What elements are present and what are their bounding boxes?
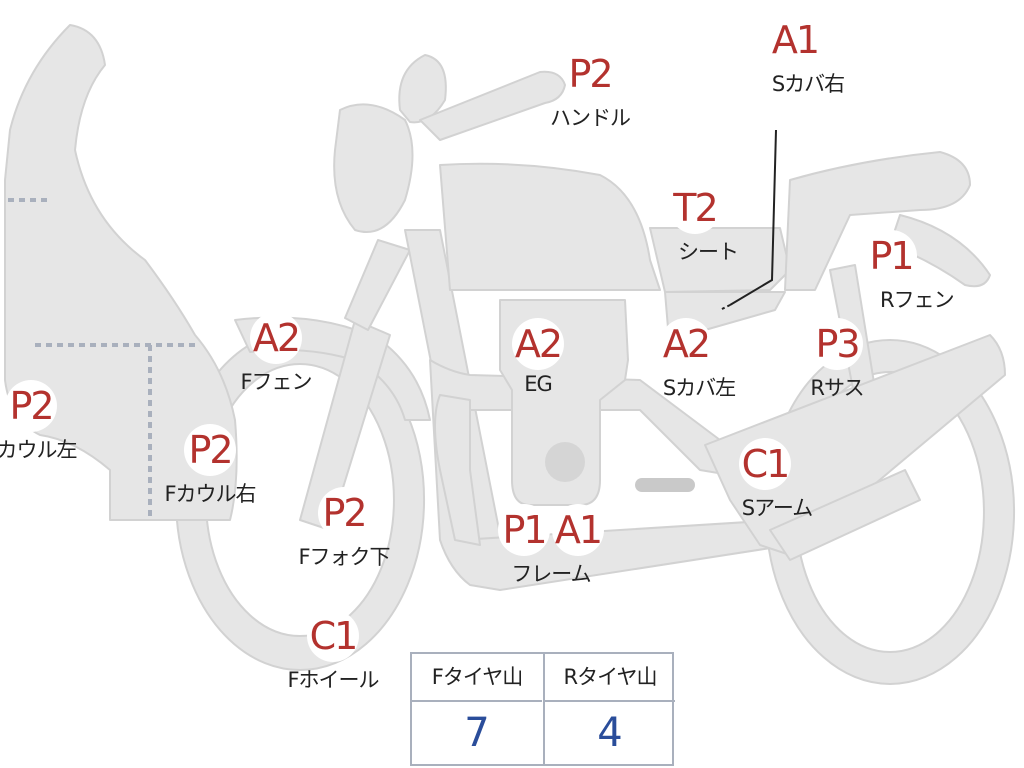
grade-badge: A1	[769, 14, 821, 66]
part-label: Rサス	[810, 376, 864, 400]
grade-badge: P2	[5, 380, 57, 432]
grade-badge: A1	[552, 504, 604, 556]
callout-f-fork-lower: P2 Fフォク下	[289, 487, 399, 571]
frame-main-shape	[429, 359, 801, 591]
part-label: ハンドル	[550, 106, 631, 130]
rear-seat-shape	[784, 151, 971, 291]
rear-tire-header: Rタイヤ山	[545, 654, 675, 702]
part-label: Fホイール	[287, 668, 379, 692]
grade-badge: T2	[669, 182, 721, 234]
callout-seat: T2 シート	[640, 182, 750, 266]
exhaust-shape	[769, 469, 921, 561]
grade-badge: P1	[865, 230, 917, 282]
part-label: Fカウル右	[164, 482, 256, 506]
callout-r-suspension: P3 Rサス	[782, 318, 892, 402]
part-label: Fフォク下	[298, 545, 390, 569]
grade-badge: P1	[498, 504, 550, 556]
tire-tread-table: Fタイヤ山 7 Rタイヤ山 4	[410, 652, 675, 766]
grade-badge: P2	[318, 487, 370, 539]
callout-s-cover-right: A1 Sカバ右	[740, 14, 850, 98]
front-tire-header: Fタイヤ山	[412, 654, 542, 702]
front-tire-column: Fタイヤ山 7	[412, 654, 542, 764]
fuel-tank-shape	[439, 162, 661, 291]
grade-badge: C1	[307, 610, 359, 662]
frame-rail-shape	[434, 394, 481, 546]
grade-badge: C1	[739, 438, 791, 490]
s-cover-right-leader	[729, 129, 777, 306]
s-cover-right-leader-dash	[719, 304, 731, 311]
rear-tire-column: Rタイヤ山 4	[543, 654, 675, 764]
part-label: Fフェン	[240, 370, 312, 394]
callout-f-wheel: C1 Fホイール	[278, 610, 388, 694]
grade-badge: A2	[250, 312, 302, 364]
grade-badge: A2	[512, 318, 564, 370]
callout-engine: A2 EG	[483, 318, 593, 396]
part-label: Sアーム	[741, 496, 813, 520]
callout-r-fender: P1 Rフェン	[836, 230, 955, 314]
part-label: Sカバ右	[771, 72, 845, 96]
callout-f-cowl-right: P2 Fカウル右	[155, 424, 265, 508]
part-label: シート	[678, 240, 739, 264]
part-label: フレーム	[511, 562, 591, 586]
part-label: Sカバ左	[662, 376, 736, 400]
callout-s-arm: C1 Sアーム	[710, 438, 820, 522]
front-tire-value: 7	[464, 710, 490, 756]
callout-handle: P2 ハンドル	[535, 48, 645, 132]
grade-badge: P2	[564, 48, 616, 100]
callout-f-cowl-left: P2 Fカウル左	[0, 380, 86, 464]
front-cowl-shape	[4, 24, 238, 521]
footpeg-shape	[635, 478, 695, 492]
callout-f-fender: A2 Fフェン	[221, 312, 331, 396]
grade-badge: A2	[660, 318, 712, 370]
part-label: Fカウル左	[0, 438, 78, 462]
callout-frame: P1 A1 フレーム	[476, 504, 626, 588]
handlebar-shape	[419, 70, 566, 141]
rear-tire-value: 4	[597, 710, 623, 756]
rear-fender-shape	[889, 214, 991, 288]
swing-arm-shape	[704, 334, 1006, 556]
part-label: Rフェン	[880, 288, 955, 312]
headlight-shape	[333, 103, 414, 233]
engine-cover-shape	[545, 442, 585, 482]
part-label: EG	[524, 372, 553, 396]
grade-badge: P2	[184, 424, 236, 476]
fork-upper-shape	[344, 239, 411, 331]
callout-s-cover-left: A2 Sカバ左	[631, 318, 741, 402]
seat-shape	[649, 227, 791, 293]
grade-badge: P3	[811, 318, 863, 370]
